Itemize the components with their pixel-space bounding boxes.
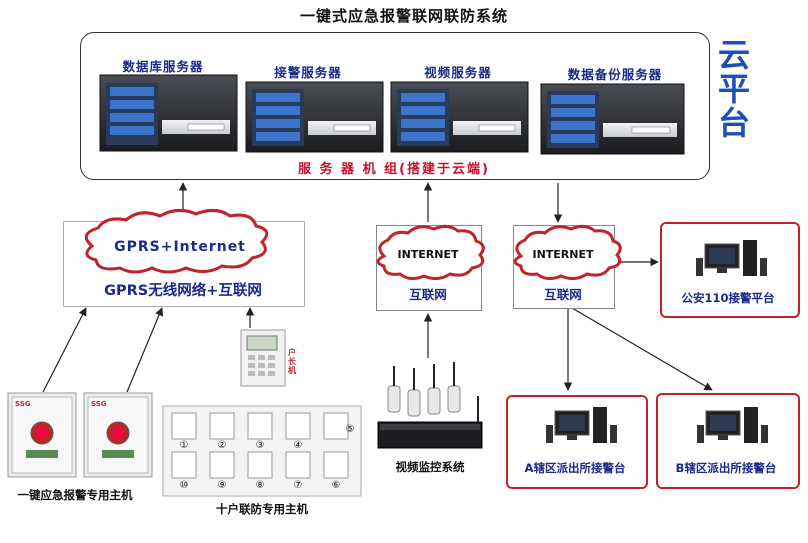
keypad-tag: 户长机: [288, 348, 296, 375]
internet-cloud-text-1: INTERNET: [397, 248, 459, 261]
server-rack-backup: [540, 83, 685, 155]
alarm-host-device-1: [7, 392, 77, 478]
unit-number: ②: [217, 440, 227, 451]
internet-cloud-text-2: INTERNET: [532, 248, 594, 261]
unit-number: ⑥: [331, 480, 341, 491]
server-rack-database: [99, 74, 238, 152]
unit-number: ⑩: [179, 480, 189, 491]
gprs-cloud-shape: [84, 209, 269, 274]
arrow-alarm2-to-gprs: [126, 307, 163, 393]
alarm-host-device-2: [83, 392, 153, 478]
station-b-box: [656, 393, 800, 489]
unit-number: ③: [255, 440, 265, 451]
internet-cloud-outline-2: [513, 224, 622, 281]
unit-number: ④: [293, 440, 303, 451]
cloud-platform-label: 云平台: [717, 36, 750, 142]
gprs-network-label: GPRS无线网络+互联网: [104, 283, 262, 299]
pc-110: [696, 240, 767, 276]
station-b-label: B辖区派出所接警台: [675, 461, 777, 475]
pc-station-b: [697, 407, 768, 443]
video-system-label: 视频监控系统: [395, 460, 465, 474]
police-110-box: [660, 222, 800, 318]
unit-number: ⑧: [255, 480, 265, 491]
server-label-video: 视频服务器: [424, 65, 492, 80]
server-rack-alarm: [245, 81, 384, 153]
alarm-host-label: 一键应急报警专用主机: [17, 488, 133, 502]
unit-number: ⑨: [217, 480, 227, 491]
household-host-label: 十户联防专用主机: [216, 502, 308, 516]
police-110-label: 公安110接警平台: [681, 291, 775, 305]
server-label-database: 数据库服务器: [122, 59, 204, 74]
alarm-host-brand-1: SSG: [15, 400, 31, 408]
gprs-cloud-text: GPRS+Internet: [114, 239, 246, 255]
server-rack-video: [390, 81, 529, 153]
internet-cloud-outline-1: [376, 224, 485, 281]
household-host-device: [162, 329, 362, 497]
server-label-alarm: 接警服务器: [274, 65, 342, 80]
server-group-label: 服 务 器 机 组(搭建于云端): [298, 162, 490, 177]
unit-number: ⑤: [345, 424, 355, 435]
diagram-title: 一键式应急报警联网联防系统: [299, 7, 508, 25]
video-system-device: [377, 362, 483, 449]
server-label-backup: 数据备份服务器: [567, 67, 663, 82]
unit-number: ⑦: [293, 480, 303, 491]
pc-station-a: [546, 407, 617, 443]
alarm-host-brand-2: SSG: [91, 400, 107, 408]
station-a-label: A辖区派出所接警台: [524, 461, 626, 475]
arrow-alarm1-to-gprs: [42, 307, 87, 393]
internet-label-1: 互联网: [409, 287, 447, 302]
internet-label-2: 互联网: [544, 287, 582, 302]
unit-number: ①: [179, 440, 189, 451]
arrow-internet2-to-station-b: [571, 307, 713, 391]
